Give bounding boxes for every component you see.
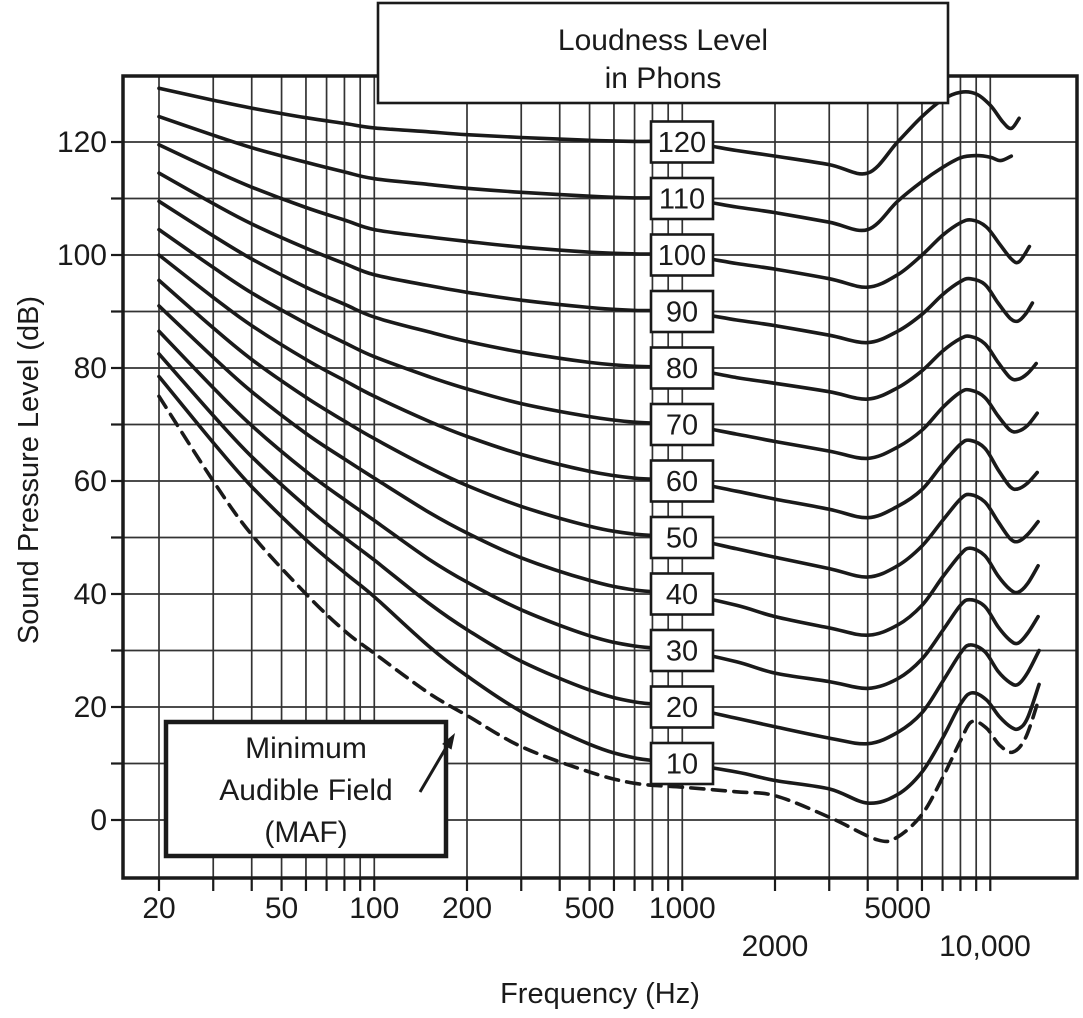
phon-label-100: 100 xyxy=(649,233,715,277)
phon-label-value: 50 xyxy=(666,523,698,555)
phon-label-box xyxy=(649,120,715,164)
phon-label-value: 30 xyxy=(666,636,698,668)
phon-label-box xyxy=(649,402,715,447)
phon-label-value: 70 xyxy=(666,410,698,442)
phon-label-110: 110 xyxy=(649,176,715,221)
x-tick-label-50: 50 xyxy=(265,892,298,925)
phon-label-value: 80 xyxy=(666,353,698,385)
phon-curve-80 xyxy=(157,199,1038,401)
phon-curve-30 xyxy=(157,329,1040,691)
phon-curve-70 xyxy=(157,227,1039,461)
phon-label-box xyxy=(649,346,715,390)
maf-arrow xyxy=(418,733,455,793)
title-line-2: in Phons xyxy=(605,62,722,95)
phon-curve-100 xyxy=(157,143,1032,290)
y-tick-label-120: 120 xyxy=(57,126,107,159)
maf-curve xyxy=(157,394,1040,844)
y-tick-label-80: 80 xyxy=(74,352,107,385)
x-tick-label-500: 500 xyxy=(565,892,615,925)
y-tick-label-0: 0 xyxy=(90,804,107,837)
y-axis-title: Sound Pressure Level (dB) xyxy=(13,296,45,644)
y-tick-label-40: 40 xyxy=(74,578,107,611)
phon-label-90: 90 xyxy=(649,289,715,334)
x-tick-label-100: 100 xyxy=(349,892,399,925)
phon-label-box xyxy=(649,628,715,673)
phon-label-20: 20 xyxy=(649,685,715,729)
phon-label-value: 60 xyxy=(666,466,698,498)
title-line-1: Loudness Level xyxy=(558,24,768,57)
phon-label-box xyxy=(649,289,715,334)
phon-label-value: 120 xyxy=(658,127,706,159)
maf-arrow-line xyxy=(418,745,449,793)
y-tick-label-60: 60 xyxy=(74,465,107,498)
x-tick-label-200: 200 xyxy=(442,892,492,925)
phon-curve-20 xyxy=(157,352,1041,746)
phon-label-box xyxy=(649,515,715,560)
x-tick-label-5000: 5000 xyxy=(864,892,931,925)
phon-label-value: 100 xyxy=(658,240,706,272)
title-box-frame xyxy=(376,1,950,105)
phon-label-10: 10 xyxy=(649,741,715,786)
phon-label-box xyxy=(649,572,715,616)
phon-curve-90 xyxy=(157,171,1035,345)
loudness-curves xyxy=(157,86,1041,844)
phon-label-value: 110 xyxy=(659,184,705,216)
phon-curve-40 xyxy=(157,304,1040,638)
maf-line-1: Minimum xyxy=(245,732,367,765)
x-axis-tick-labels: 20 50 100 200 500 1000 5000 2000 10,000 xyxy=(142,892,1031,963)
phon-label-value: 20 xyxy=(666,692,698,724)
phon-curve-60 xyxy=(157,253,1039,520)
axis-ticks xyxy=(111,140,992,891)
phon-label-box xyxy=(649,176,715,221)
phon-label-120: 120 xyxy=(649,120,715,164)
phon-label-40: 40 xyxy=(649,572,715,616)
phon-curve-120 xyxy=(157,86,1021,176)
title-box: Loudness Level in Phons xyxy=(376,1,950,105)
y-tick-label-100: 100 xyxy=(57,239,107,272)
x-tick-label-20: 20 xyxy=(142,892,175,925)
phon-labels: 120 110 100 90 80 70 60 50 40 30 20 10 xyxy=(649,120,715,786)
maf-line-3: (MAF) xyxy=(264,816,347,849)
x-tick-label-1000: 1000 xyxy=(649,892,716,925)
phon-label-value: 40 xyxy=(666,579,698,611)
phon-label-box xyxy=(649,233,715,277)
maf-line-2: Audible Field xyxy=(219,774,392,807)
phon-label-box xyxy=(649,459,715,503)
phon-label-value: 10 xyxy=(666,749,698,781)
phon-curve-10 xyxy=(157,374,1041,806)
maf-arrow-head xyxy=(442,733,455,750)
x-tick-label-2000: 2000 xyxy=(742,930,809,963)
phon-label-value: 90 xyxy=(666,297,698,329)
x-axis-title: Frequency (Hz) xyxy=(500,978,700,1010)
phon-label-50: 50 xyxy=(649,515,715,560)
x-tick-label-10,000: 10,000 xyxy=(939,930,1031,963)
phon-label-30: 30 xyxy=(649,628,715,673)
phon-label-80: 80 xyxy=(649,346,715,390)
phon-curve-50 xyxy=(157,278,1040,579)
phon-label-box xyxy=(649,741,715,786)
phon-label-60: 60 xyxy=(649,459,715,503)
phon-label-70: 70 xyxy=(649,402,715,447)
y-tick-label-20: 20 xyxy=(74,691,107,724)
maf-box-frame xyxy=(163,719,449,859)
phon-label-box xyxy=(649,685,715,729)
y-axis-tick-labels: 120 100 80 60 40 20 0 xyxy=(57,126,107,837)
